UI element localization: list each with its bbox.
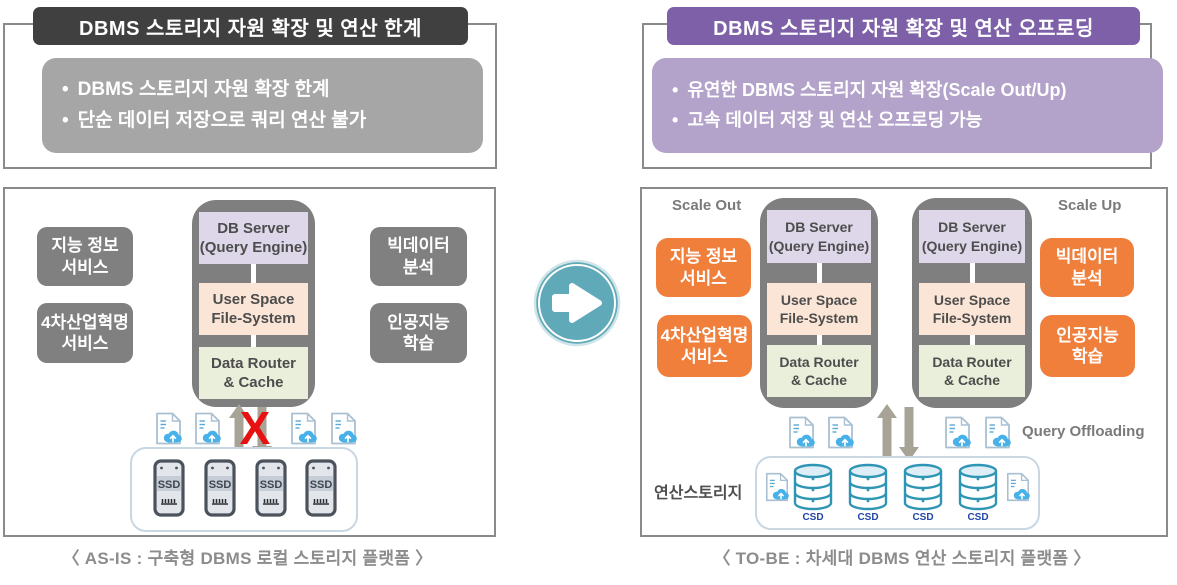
csd-label: CSD [857, 512, 879, 523]
ssd-icon: SSD [305, 459, 337, 517]
layer-user-space-fs: User Space File-System [919, 283, 1025, 335]
stack-connector [816, 335, 822, 345]
to-be-service-4th-industry: 4차산업혁명 서비스 [657, 315, 752, 377]
as-is-bullet-1-text: DBMS 스토리지 자원 확장 한계 [77, 79, 330, 101]
svg-text:SSD: SSD [310, 479, 333, 491]
ssd-icon: SSD [153, 459, 185, 517]
scale-out-label: Scale Out [672, 197, 742, 214]
csd-database-icon [902, 463, 944, 511]
svg-text:SSD: SSD [209, 479, 232, 491]
to-be-db-server-stack-2: DB Server (Query Engine) User Space File… [912, 198, 1032, 408]
doc-upload-icon [155, 412, 182, 445]
blocked-x-mark: X [239, 402, 271, 454]
down-arrow-icon [899, 407, 919, 461]
csd-database-icon [957, 463, 999, 511]
csd-label: CSD [912, 512, 934, 523]
layer-user-space-fs: User Space File-System [767, 283, 871, 335]
layer-db-server: DB Server (Query Engine) [199, 212, 308, 264]
doc-upload-icon [984, 416, 1011, 449]
doc-upload-icon [194, 412, 221, 445]
as-is-service-bigdata: 빅데이터 분석 [370, 227, 467, 286]
bullet-icon: • [672, 79, 679, 100]
layer-data-router-cache: Data Router & Cache [767, 345, 871, 397]
doc-upload-icon [788, 416, 815, 449]
svg-text:SSD: SSD [260, 479, 283, 491]
as-is-caption: 〈 AS-IS : 구축형 DBMS 로컬 스토리지 플랫폼 〉 [62, 549, 433, 568]
doc-upload-icon [330, 412, 357, 445]
stack-connector [816, 263, 822, 283]
csd-storage-enclosure: CSD CSD CSD CSD [755, 456, 1040, 530]
doc-upload-icon [765, 472, 789, 502]
to-be-service-bigdata: 빅데이터 분석 [1040, 238, 1134, 297]
layer-user-space-fs: User Space File-System [199, 283, 308, 335]
csd-database-icon [847, 463, 889, 511]
down-arrow-icon [252, 407, 272, 460]
up-arrow-icon [877, 404, 897, 458]
query-offloading-label: Query Offloading [1022, 423, 1145, 440]
stack-connector [251, 264, 256, 283]
as-is-service-4th-industry: 4차산업혁명 서비스 [37, 303, 133, 363]
stack-connector [251, 335, 256, 347]
to-be-service-intelligent-info: 지능 정보 서비스 [656, 238, 751, 297]
ssd-icon: SSD [204, 459, 236, 517]
scale-up-label: Scale Up [1058, 197, 1122, 214]
as-is-summary-header: DBMS 스토리지 자원 확장 및 연산 한계 [33, 7, 468, 45]
stack-connector [969, 263, 975, 283]
doc-upload-icon [944, 416, 971, 449]
to-be-db-server-stack-1: DB Server (Query Engine) User Space File… [760, 198, 878, 408]
to-be-summary-title: DBMS 스토리지 자원 확장 및 연산 오프로딩 [713, 17, 1094, 40]
to-be-caption: 〈 TO-BE : 차세대 DBMS 연산 스토리지 플랫폼 〉 [713, 549, 1091, 568]
as-is-db-server-stack: DB Server (Query Engine) User Space File… [192, 200, 315, 407]
to-be-service-ai-learning: 인공지능 학습 [1040, 315, 1135, 377]
doc-upload-icon [827, 416, 854, 449]
as-is-service-intelligent-info: 지능 정보 서비스 [37, 227, 133, 286]
doc-upload-icon [1006, 472, 1030, 502]
to-be-bullet-2-text: 고속 데이터 저장 및 연산 오프로딩 가능 [687, 109, 983, 130]
to-be-bullet-1: • 유연한 DBMS 스토리지 자원 확장(Scale Out/Up) [672, 76, 1163, 106]
to-be-summary-header: DBMS 스토리지 자원 확장 및 연산 오프로딩 [667, 7, 1140, 45]
bullet-icon: • [672, 109, 679, 130]
layer-data-router-cache: Data Router & Cache [919, 345, 1025, 397]
as-is-service-ai-learning: 인공지능 학습 [370, 303, 467, 363]
as-is-summary-title: DBMS 스토리지 자원 확장 및 연산 한계 [79, 17, 422, 40]
layer-db-server: DB Server (Query Engine) [767, 210, 871, 263]
up-arrow-icon [229, 404, 249, 457]
compute-storage-label: 연산스토리지 [654, 485, 743, 502]
transition-arrow-icon [533, 259, 621, 347]
csd-label: CSD [802, 512, 824, 523]
to-be-bullet-2: • 고속 데이터 저장 및 연산 오프로딩 가능 [672, 106, 1163, 136]
ssd-storage-enclosure: SSD SSD SSD SSD [130, 447, 358, 532]
as-is-bullet-1: • DBMS 스토리지 자원 확장 한계 [62, 75, 483, 105]
as-is-summary-box: • DBMS 스토리지 자원 확장 한계 • 단순 데이터 저장으로 쿼리 연산… [42, 58, 483, 153]
to-be-summary-box: • 유연한 DBMS 스토리지 자원 확장(Scale Out/Up) • 고속… [652, 58, 1163, 153]
layer-data-router-cache: Data Router & Cache [199, 347, 308, 399]
csd-label: CSD [967, 512, 989, 523]
layer-db-server: DB Server (Query Engine) [919, 210, 1025, 263]
to-be-bullet-1-text: 유연한 DBMS 스토리지 자원 확장(Scale Out/Up) [687, 79, 1067, 100]
doc-upload-icon [290, 412, 317, 445]
ssd-icon: SSD [255, 459, 287, 517]
as-is-bullet-2: • 단순 데이터 저장으로 쿼리 연산 불가 [62, 106, 483, 136]
bullet-icon: • [62, 109, 69, 131]
bullet-icon: • [62, 79, 69, 101]
csd-database-icon [792, 463, 834, 511]
stack-connector [969, 335, 975, 345]
as-is-bullet-2-text: 단순 데이터 저장으로 쿼리 연산 불가 [77, 109, 367, 131]
svg-text:SSD: SSD [158, 479, 181, 491]
